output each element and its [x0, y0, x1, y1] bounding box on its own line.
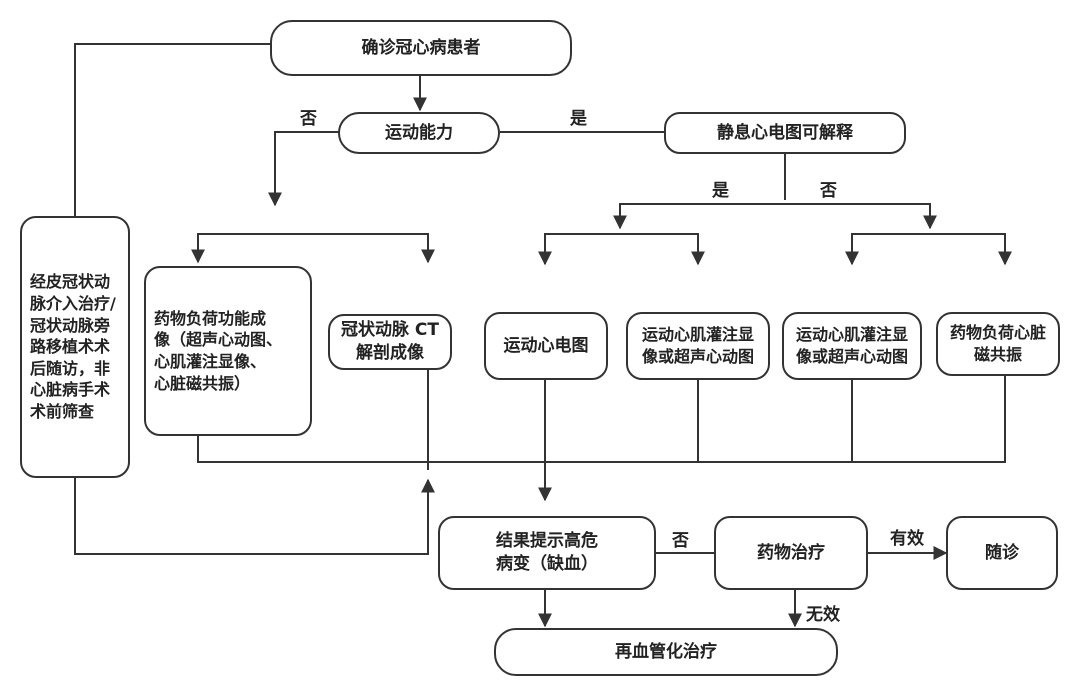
node-drug-mri: 药物负荷心脏 磁共振 — [936, 312, 1060, 376]
node-pci-followup: 经皮冠状动 脉介入治疗/ 冠状动脉旁 路移植术术 后随访，非 心脏病手术 术前筛… — [20, 216, 130, 478]
edge-rest-ecg-split — [619, 203, 931, 220]
edge-left-split — [197, 233, 429, 252]
node-drug-therapy: 药物治疗 — [714, 516, 868, 590]
label-ecg-yes: 是 — [712, 181, 729, 201]
label-exercise-yes: 是 — [570, 109, 587, 129]
node-drug-imaging: 药物负荷功能成 像（超声心动图、 心肌灌注显像、 心脏磁共振） — [144, 266, 312, 436]
node-revascularization: 再血管化治疗 — [494, 628, 838, 676]
edge-collector — [197, 376, 1006, 463]
label-ecg-no: 否 — [820, 181, 837, 201]
node-exercise-perfusion-2: 运动心肌灌注显 像或超声心动图 — [782, 312, 922, 380]
node-exercise-ecg: 运动心电图 — [484, 312, 608, 380]
node-exercise: 运动能力 — [338, 112, 500, 154]
label-highrisk-no: 否 — [672, 531, 689, 551]
edge-pci-loop-bottom — [74, 478, 435, 555]
label-effective: 有效 — [890, 529, 924, 549]
edge-yes-split — [544, 233, 699, 252]
node-cta: 冠状动脉 CT 解剖成像 — [328, 314, 452, 370]
node-rest-ecg: 静息心电图可解释 — [664, 112, 906, 154]
node-exercise-perfusion: 运动心肌灌注显 像或超声心动图 — [626, 312, 770, 380]
edge-no-split — [851, 233, 1006, 252]
label-ineffective: 无效 — [806, 605, 840, 625]
edge-exercise-no — [268, 131, 340, 207]
label-exercise-no: 否 — [300, 109, 317, 129]
edge-pci-loop-top — [74, 43, 270, 216]
node-high-risk: 结果提示高危 病变（缺血） — [438, 516, 656, 590]
node-start: 确诊冠心病患者 — [270, 20, 572, 76]
node-followup: 随诊 — [946, 516, 1058, 590]
